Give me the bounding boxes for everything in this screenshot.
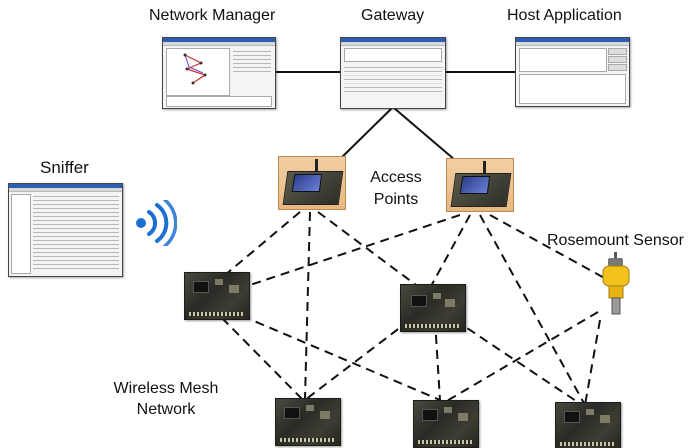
mesh-link [479,214,586,406]
link-gateway-ap-right [393,107,456,161]
gateway-label: Gateway [361,7,425,24]
wireless-mesh-network-label: Wireless Mesh Network [106,378,226,420]
link-gateway-ap-left [336,107,393,163]
mesh-link [224,211,301,276]
mesh-node [413,400,479,448]
mesh-link [221,317,304,401]
host-application-screenshot [515,37,630,107]
access-point-left [278,156,346,210]
mesh-link [249,214,461,286]
sniffer-label: Sniffer [40,158,89,177]
rosemount-sensor-icon [602,252,630,315]
access-points-label: Access Points [366,167,426,211]
mesh-node [184,272,250,320]
mesh-link [454,319,583,406]
wireless-mesh-label-line1: Wireless Mesh [113,380,219,397]
mesh-link [429,214,471,289]
mesh-node [555,402,621,448]
network-manager-label: Network Manager [149,7,276,24]
rosemount-sensor-label: Rosemount Sensor [547,232,684,249]
mesh-link [304,211,311,399]
topology-graph-icon [183,53,207,85]
network-manager-screenshot [162,37,276,109]
mesh-link [584,319,601,406]
mesh-link [439,311,599,406]
mesh-link [304,319,411,401]
mesh-node [275,398,341,446]
access-point-right [446,158,514,212]
access-points-label-line1: Access [370,169,422,186]
mesh-link [434,319,441,401]
mesh-link [227,309,441,401]
mesh-node [400,284,466,332]
gateway-screenshot [340,37,446,109]
mesh-link [489,214,609,281]
access-points-label-line2: Points [373,191,419,208]
sniffer-screenshot [8,183,123,277]
host-application-label: Host Application [507,7,622,24]
mesh-link [317,211,421,289]
wireless-signal-icon [136,200,177,246]
wireless-mesh-label-line2: Network [136,401,196,418]
